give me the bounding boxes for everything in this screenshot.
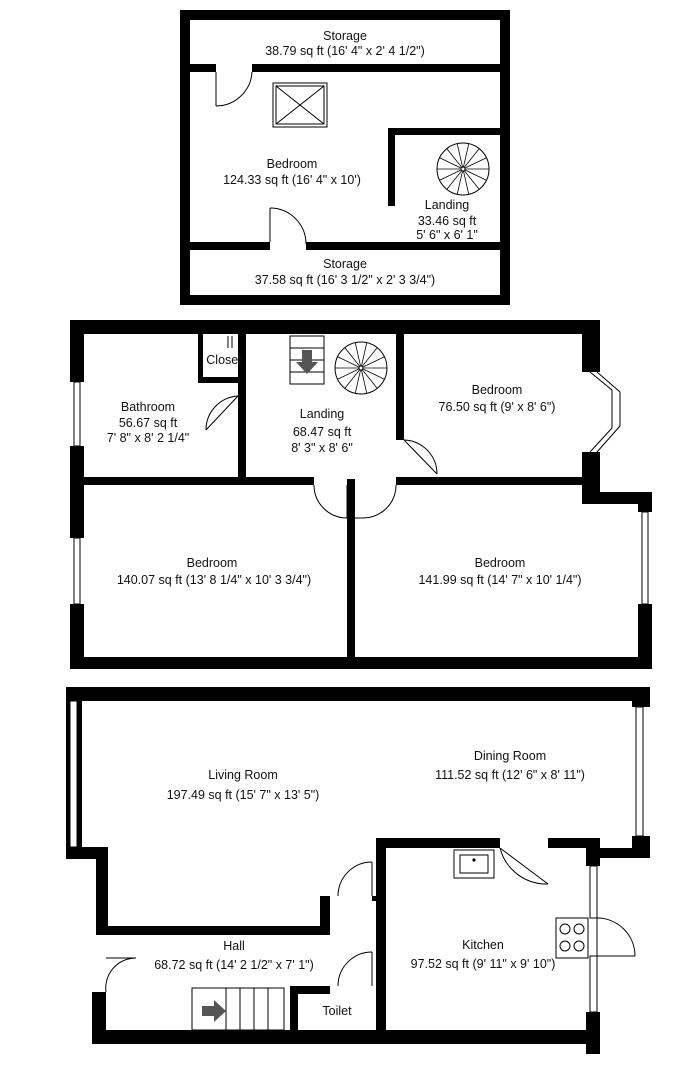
middle-landing-name: Landing — [300, 407, 345, 421]
stair-down-icon — [289, 335, 325, 385]
toilet-name: Toilet — [322, 1004, 352, 1018]
stair-tread — [361, 369, 368, 394]
stair-tread — [361, 369, 378, 389]
stair-tread — [354, 342, 361, 367]
kitchen-area: 97.52 sq ft (9' 11" x 9' 10") — [411, 957, 556, 971]
window-icon — [641, 511, 649, 605]
kitchen-name: Kitchen — [462, 938, 504, 952]
window-icon — [589, 865, 598, 919]
hall-name: Hall — [223, 939, 245, 953]
spiral-stair-icon — [436, 142, 490, 196]
door-bedroom-se-icon — [355, 484, 397, 519]
stair-up-icon — [191, 987, 285, 1031]
window-icon — [69, 700, 78, 848]
stair-tread — [464, 169, 487, 181]
stair-tread — [344, 369, 361, 389]
storage-top-name: Storage — [323, 29, 367, 43]
bedroom-ne-area: 76.50 sq ft (9' x 8' 6") — [439, 400, 556, 414]
door-storage-top-icon — [215, 71, 253, 107]
stair-tread — [362, 368, 385, 380]
window-icon — [73, 537, 81, 605]
stair-tread — [337, 368, 360, 380]
bathroom-dims: 7' 8" x 8' 2 1/4" — [107, 431, 189, 445]
ground-floor: Living Room 197.49 sq ft (15' 7" x 13' 5… — [66, 687, 650, 1054]
bathroom-name: Bathroom — [121, 400, 175, 414]
bedroom-sw-name: Bedroom — [187, 556, 238, 570]
top-bedroom-name: Bedroom — [267, 157, 318, 171]
stair-tread — [464, 157, 487, 169]
stair-tread — [463, 148, 480, 168]
closet-name: Closet — [206, 353, 242, 367]
middle-landing-dims: 8' 3" x 8' 6" — [291, 441, 353, 455]
door-toilet-icon — [337, 951, 373, 987]
stair-tread — [439, 169, 462, 181]
window-icon — [589, 955, 598, 1013]
skylight-icon — [272, 82, 328, 128]
sink-icon — [453, 849, 495, 879]
door-kitchen-icon — [499, 847, 549, 885]
middle-floor: Closet Bathroom 56.67 sq ft 7' 8" x 8' 2… — [70, 320, 652, 669]
stair-tread — [361, 342, 368, 367]
door-storage-bottom-icon — [269, 207, 307, 245]
stair-tread — [344, 347, 361, 367]
door-front-icon — [105, 957, 137, 993]
door-landing-bedroom-icon — [403, 439, 438, 475]
window-icon — [635, 706, 644, 837]
stair-tread — [456, 170, 463, 195]
door-bathroom-icon — [205, 395, 239, 431]
top-landing-dims: 5' 6" x 6' 1" — [416, 228, 478, 242]
stair-tread — [463, 143, 470, 168]
bay-window-icon — [589, 371, 621, 453]
storage-bottom-area: 37.58 sq ft (16' 3 1/2" x 2' 3 3/4") — [255, 273, 435, 287]
living-name: Living Room — [208, 768, 277, 782]
bedroom-se-area: 141.99 sq ft (14' 7" x 10' 1/4") — [418, 573, 581, 587]
stair-tread — [362, 356, 385, 368]
stair-tread — [463, 170, 480, 190]
door-bedroom-sw-icon — [313, 484, 348, 519]
living-area: 197.49 sq ft (15' 7" x 13' 5") — [167, 788, 320, 802]
stair-tread — [463, 170, 470, 195]
bedroom-sw-area: 140.07 sq ft (13' 8 1/4" x 10' 3 3/4") — [117, 573, 311, 587]
middle-landing-area: 68.47 sq ft — [293, 425, 352, 439]
bathroom-area: 56.67 sq ft — [119, 416, 178, 430]
storage-top-area: 38.79 sq ft (16' 4" x 2' 4 1/2") — [265, 44, 425, 58]
stair-tread — [446, 148, 463, 168]
bedroom-ne-name: Bedroom — [472, 383, 523, 397]
stair-tread — [361, 347, 378, 367]
dining-area: 111.52 sq ft (12' 6" x 8' 11") — [435, 768, 585, 782]
door-hall-living-icon — [337, 861, 373, 897]
top-floor: Storage 38.79 sq ft (16' 4" x 2' 4 1/2")… — [180, 10, 510, 305]
stair-tread — [337, 356, 360, 368]
storage-bottom-name: Storage — [323, 257, 367, 271]
top-landing-name: Landing — [425, 198, 470, 212]
stair-tread — [439, 157, 462, 169]
bedroom-se-name: Bedroom — [475, 556, 526, 570]
hall-area: 68.72 sq ft (14' 2 1/2" x 7' 1") — [154, 958, 314, 972]
dining-name: Dining Room — [474, 749, 546, 763]
top-landing-area: 33.46 sq ft — [418, 214, 477, 228]
door-back-icon — [596, 917, 636, 957]
stair-tread — [354, 369, 361, 394]
stair-tread — [456, 143, 463, 168]
window-icon — [73, 381, 81, 447]
cooker-icon — [555, 917, 589, 959]
top-bedroom-area: 124.33 sq ft (16' 4" x 10') — [223, 173, 361, 187]
stair-tread — [446, 170, 463, 190]
spiral-stair-icon — [334, 341, 388, 395]
